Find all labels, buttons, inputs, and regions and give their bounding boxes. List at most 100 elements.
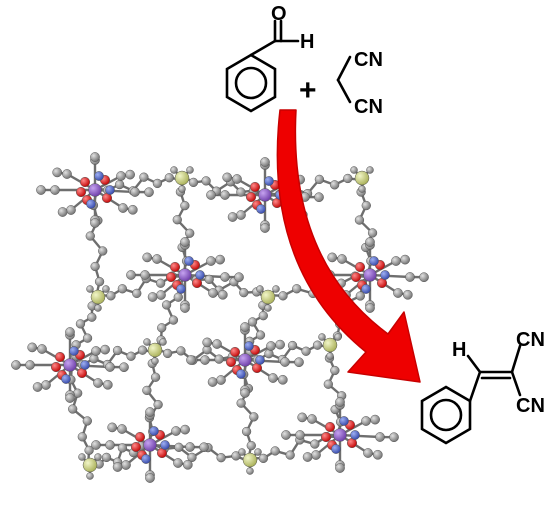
carbon-atom (201, 176, 211, 186)
oxygen-atom (229, 346, 241, 358)
carbon-atom (37, 344, 47, 354)
plus-sign: + (299, 74, 317, 107)
silicon-atom (260, 289, 276, 305)
carbon-atom (126, 351, 136, 361)
carbon-atom (11, 360, 21, 370)
carbon-atom (100, 344, 110, 355)
carbon-atom (391, 256, 401, 266)
carbon-atom (132, 288, 142, 299)
carbon-atom (85, 231, 95, 241)
carbon-atom (334, 333, 342, 341)
carbon-atom (172, 215, 182, 225)
carbon-atom (241, 426, 252, 437)
carbon-atom (187, 452, 197, 463)
carbon-atom (202, 337, 213, 348)
framework-atoms (11, 152, 429, 483)
carbon-atom (297, 412, 308, 423)
carbon-atom (168, 315, 179, 325)
oxygen-atom (354, 261, 366, 273)
carbon-atom (171, 426, 181, 436)
malononitrile-structure (336, 55, 352, 104)
carbon-atom (106, 291, 116, 301)
carbon-atom (186, 355, 196, 365)
carbon-atom (264, 304, 272, 312)
nitrogen-atom (149, 426, 159, 436)
carbon-atom (405, 272, 415, 282)
carbon-atom (363, 448, 373, 458)
carbon-atom (236, 210, 246, 220)
carbon-atom (126, 270, 136, 280)
nitrogen-atom (255, 355, 265, 365)
oxygen-atom (50, 361, 62, 373)
carbon-atom (220, 190, 230, 200)
carbon-atom (178, 185, 186, 193)
carbon-atom (75, 319, 86, 329)
metal-atom (88, 183, 102, 197)
carbon-atom (161, 300, 172, 310)
carbon-atom (214, 354, 224, 364)
carbon-atom (365, 303, 375, 313)
product-structure (420, 344, 522, 445)
carbon-atom (327, 252, 338, 263)
carbon-atom (25, 360, 35, 370)
metal-atom (258, 188, 272, 202)
carbon-atom (232, 174, 242, 184)
carbon-atom (66, 205, 76, 215)
carbon-atom (280, 357, 290, 367)
carbon-atom (121, 460, 131, 470)
carbon-atom (117, 443, 128, 453)
carbon-atom (152, 178, 163, 189)
carbon-atom (151, 357, 159, 365)
nitrogen-atom (339, 416, 349, 426)
carbon-atom (77, 432, 87, 442)
malononitrile-cn-bottom: CN (354, 96, 383, 118)
carbon-atom (90, 218, 100, 228)
carbon-atom (254, 448, 262, 456)
nitrogen-atom (264, 176, 274, 186)
carbon-atom (402, 289, 413, 300)
carbon-atom (204, 274, 214, 285)
carbon-atom (400, 254, 410, 265)
carbon-atom (375, 432, 385, 442)
aldehyde-hydrogen-label: H (300, 31, 314, 53)
carbon-atom (208, 288, 218, 298)
oxygen-atom (245, 191, 257, 203)
carbon-atom (182, 459, 193, 470)
carbon-atom (314, 192, 324, 203)
carbon-atom (107, 422, 118, 433)
oxygen-atom (75, 186, 87, 198)
oxygen-atom (320, 431, 332, 443)
carbon-atom (330, 365, 340, 376)
carbon-atom (117, 424, 127, 434)
carbon-atom (285, 450, 295, 460)
oxygen-atom (130, 441, 142, 453)
carbon-atom (176, 346, 186, 356)
carbon-atom (91, 346, 101, 356)
carbon-atom (105, 362, 115, 372)
carbon-atom (180, 424, 190, 435)
carbon-atom (142, 252, 153, 263)
carbon-atom (173, 292, 183, 302)
carbon-atom (292, 284, 302, 294)
carbon-atom (326, 352, 334, 360)
carbon-atom (358, 185, 366, 193)
carbon-atom (82, 416, 92, 426)
carbon-atom (307, 414, 317, 424)
carbon-atom (272, 285, 280, 293)
metal-atom (238, 353, 252, 367)
carbon-atom (157, 323, 167, 333)
carbon-atom (127, 204, 138, 215)
nitrogen-atom (369, 256, 379, 266)
carbon-atom (68, 404, 78, 414)
aldehyde-oxygen-label: O (271, 3, 287, 25)
oxygen-atom (324, 421, 336, 433)
carbon-atom (216, 375, 226, 385)
carbon-atom (90, 261, 100, 272)
nitrogen-atom (195, 270, 205, 280)
product-cn-top: CN (516, 329, 545, 351)
carbon-atom (372, 449, 383, 460)
carbon-atom (36, 185, 46, 195)
carbon-atom (78, 453, 86, 461)
silicon-atom (174, 170, 190, 186)
